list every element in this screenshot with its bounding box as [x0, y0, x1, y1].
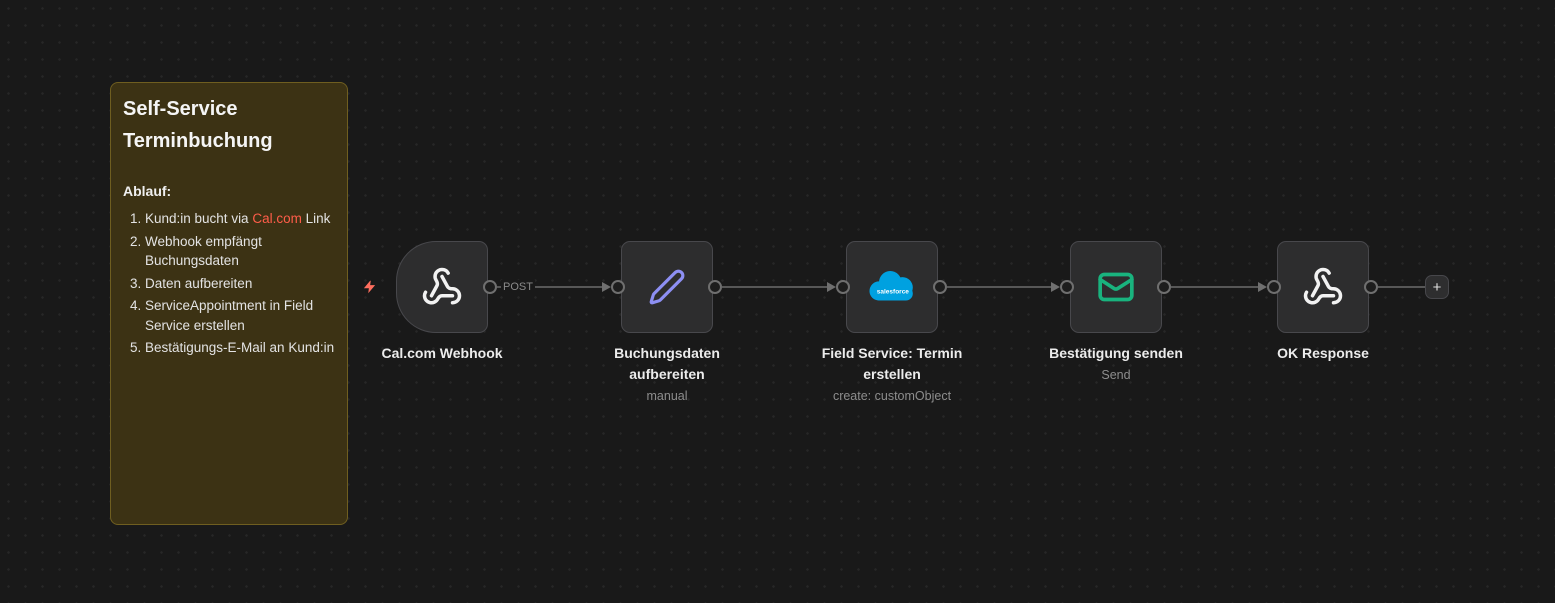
connection-arrowhead — [1258, 282, 1267, 292]
code-icon — [648, 268, 686, 306]
output-port[interactable] — [483, 280, 497, 294]
node-title: Bestätigung senden — [1049, 345, 1183, 361]
output-port[interactable] — [708, 280, 722, 294]
connection-wire[interactable] — [722, 286, 828, 288]
input-port[interactable] — [1267, 280, 1281, 294]
output-port[interactable] — [1364, 280, 1378, 294]
salesforce-icon: salesforce — [866, 269, 918, 306]
list-item: Kund:in bucht via Cal.com Link — [145, 209, 335, 229]
node-subtitle: manual — [646, 389, 688, 403]
node-title: Buchungsdaten aufbereiten — [614, 345, 720, 382]
node-label: OK Response — [1238, 343, 1408, 366]
connection-wire[interactable] — [1171, 286, 1259, 288]
connection-wire[interactable] — [947, 286, 1052, 288]
node-subtitle: Send — [1101, 368, 1131, 382]
connection-wire[interactable] — [497, 286, 603, 288]
node-salesforce[interactable]: salesforce — [846, 241, 938, 333]
list-item: Webhook empfängt Buchungsdaten — [145, 232, 335, 271]
connection-wire[interactable] — [1378, 286, 1427, 288]
node-label: Buchungsdaten aufbereiten manual — [582, 343, 752, 406]
sticky-note-steps: Kund:in bucht via Cal.com Link Webhook e… — [123, 209, 335, 358]
sticky-note-title: Self-Service Terminbuchung — [123, 98, 273, 152]
input-port[interactable] — [1060, 280, 1074, 294]
node-code[interactable] — [621, 241, 713, 333]
node-title: Field Service: Termin erstellen — [821, 345, 963, 382]
node-email-send[interactable] — [1070, 241, 1162, 333]
connection-arrowhead — [602, 282, 611, 292]
connection-arrowhead — [1051, 282, 1060, 292]
webhook-icon — [421, 266, 463, 308]
node-label: Cal.com Webhook — [357, 343, 527, 366]
node-title: Cal.com Webhook — [381, 345, 503, 361]
webhook-icon — [1302, 266, 1344, 308]
sticky-note-subheading: Ablauf: — [123, 183, 172, 199]
add-node-button[interactable]: + — [1425, 275, 1449, 299]
input-port[interactable] — [611, 280, 625, 294]
list-item: ServiceAppointment in Field Service erst… — [145, 296, 335, 335]
webhook-method-label: POST — [501, 280, 535, 294]
node-title: OK Response — [1277, 345, 1369, 361]
output-port[interactable] — [933, 280, 947, 294]
node-calcom-webhook[interactable] — [396, 241, 488, 333]
list-item: Daten aufbereiten — [145, 274, 335, 294]
node-respond-webhook[interactable] — [1277, 241, 1369, 333]
node-subtitle: create: customObject — [832, 389, 952, 403]
output-port[interactable] — [1157, 280, 1171, 294]
mail-icon — [1096, 267, 1136, 307]
node-label: Field Service: Termin erstellen create: … — [807, 343, 977, 406]
node-label: Bestätigung senden Send — [1031, 343, 1201, 385]
calcom-link[interactable]: Cal.com — [252, 211, 302, 226]
connection-arrowhead — [827, 282, 836, 292]
sticky-note[interactable]: Self-Service Terminbuchung Ablauf: Kund:… — [110, 82, 348, 525]
list-item: Bestätigungs-E-Mail an Kund:in — [145, 338, 335, 358]
svg-text:salesforce: salesforce — [877, 288, 910, 295]
trigger-bolt-icon — [362, 276, 377, 298]
input-port[interactable] — [836, 280, 850, 294]
